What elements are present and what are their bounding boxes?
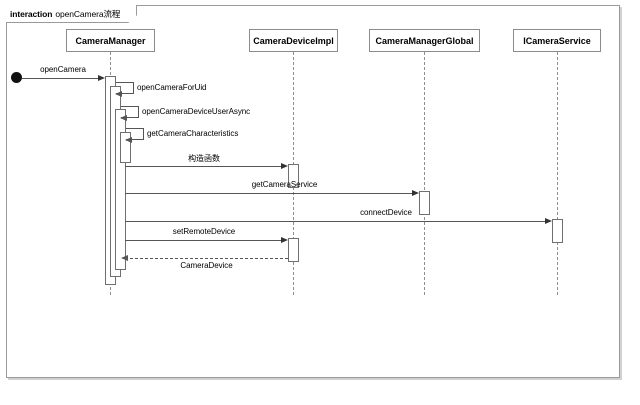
lifeline-cameraManagerGlobal bbox=[424, 52, 425, 295]
message-line-openCamera bbox=[22, 78, 102, 79]
message-label-connectDevice: connectDevice bbox=[360, 208, 412, 217]
arrowhead-openCameraDeviceUserAsync bbox=[120, 114, 127, 121]
participant-cameraManagerGlobal[interactable]: CameraManagerGlobal bbox=[369, 29, 480, 52]
activation-iCameraService-1 bbox=[552, 219, 563, 243]
message-label-getCameraCharacteristics: getCameraCharacteristics bbox=[147, 129, 239, 138]
message-line-cameraDevice-return bbox=[125, 258, 288, 259]
message-line-getCameraService bbox=[125, 193, 414, 194]
arrowhead-cameraDevice-return bbox=[121, 254, 128, 261]
activation-cameraManager-4 bbox=[120, 132, 131, 163]
message-line-connectDevice bbox=[125, 221, 547, 222]
activation-cameraManager-3 bbox=[115, 109, 126, 270]
activation-cameraManagerGlobal-1 bbox=[419, 191, 430, 215]
message-label-cameraDevice-return: CameraDevice bbox=[180, 261, 233, 270]
self-loop-getCameraCharacteristics bbox=[126, 128, 144, 140]
message-label-openCameraDeviceUserAsync: openCameraDeviceUserAsync bbox=[142, 107, 251, 116]
start-node-icon bbox=[11, 72, 22, 83]
activation-cameraDeviceImpl-1 bbox=[288, 164, 299, 188]
arrowhead-setRemoteDevice bbox=[281, 236, 288, 243]
frame-name: openCamera流程 bbox=[55, 8, 121, 19]
participant-cameraManager[interactable]: CameraManager bbox=[66, 29, 155, 52]
lifeline-iCameraService bbox=[557, 52, 558, 295]
arrowhead-openCamera bbox=[98, 74, 105, 81]
message-label-getCameraService: getCameraService bbox=[251, 180, 318, 189]
interaction-frame-label: interaction openCamera流程 bbox=[6, 5, 137, 23]
arrowhead-constructor bbox=[281, 162, 288, 169]
message-label-constructor: 构造函数 bbox=[188, 154, 220, 163]
message-label-setRemoteDevice: setRemoteDevice bbox=[172, 227, 236, 236]
arrowhead-getCameraService bbox=[412, 189, 419, 196]
message-line-constructor bbox=[125, 166, 283, 167]
message-label-openCamera: openCamera bbox=[40, 65, 86, 74]
frame-keyword: interaction bbox=[10, 8, 53, 19]
arrowhead-getCameraCharacteristics bbox=[125, 136, 132, 143]
participant-cameraDeviceImpl[interactable]: CameraDeviceImpl bbox=[249, 29, 338, 52]
message-label-openCameraForUid: openCameraForUid bbox=[137, 83, 207, 92]
interaction-frame bbox=[6, 5, 620, 378]
activation-cameraDeviceImpl-2 bbox=[288, 238, 299, 262]
arrowhead-openCameraForUid bbox=[115, 90, 122, 97]
arrowhead-connectDevice bbox=[545, 217, 552, 224]
participant-iCameraService[interactable]: ICameraService bbox=[513, 29, 601, 52]
self-loop-openCameraDeviceUserAsync bbox=[121, 106, 139, 118]
message-line-setRemoteDevice bbox=[125, 240, 283, 241]
self-loop-openCameraForUid bbox=[116, 82, 134, 94]
